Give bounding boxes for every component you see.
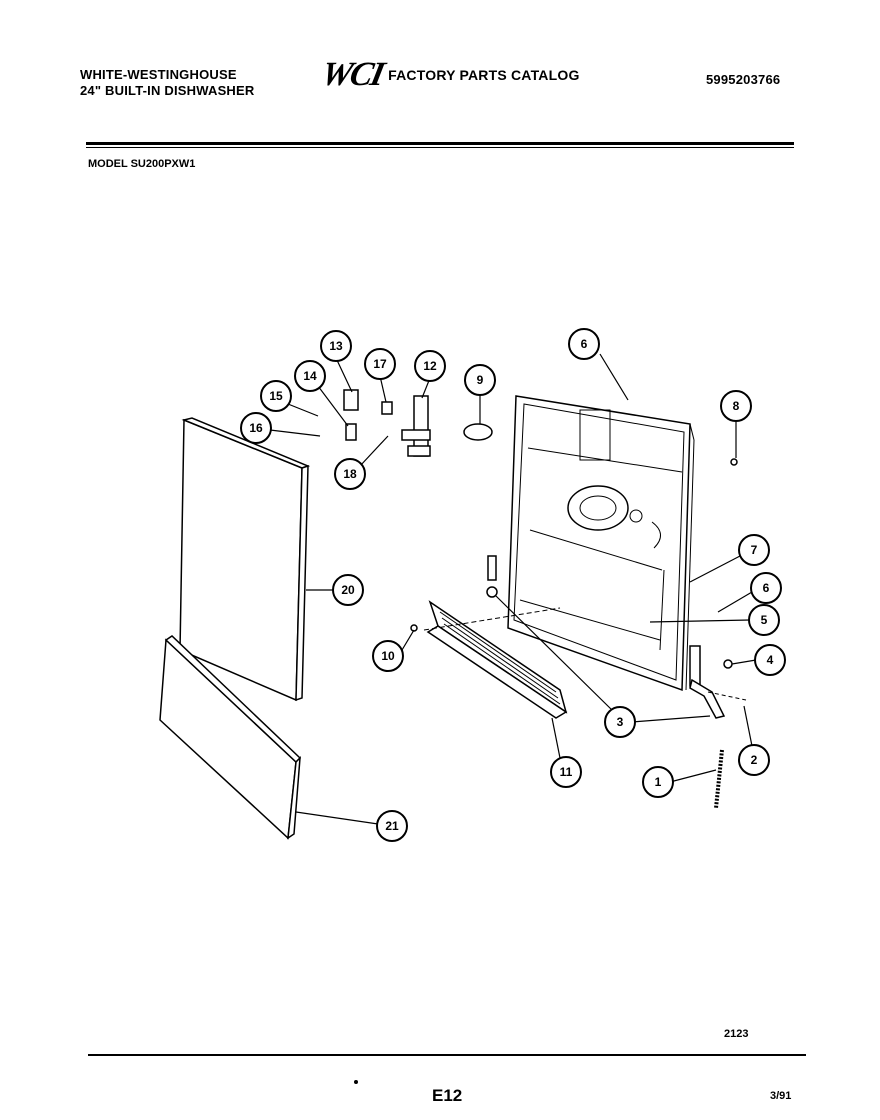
- callout-7: 7: [738, 534, 770, 566]
- model-label: MODEL SU200PXW1: [88, 158, 196, 170]
- callout-12: 12: [414, 350, 446, 382]
- page-id: E12: [432, 1086, 463, 1105]
- callout-4: 4: [754, 644, 786, 676]
- svg-text:12: 12: [423, 359, 437, 373]
- catalog-number: 5995203766: [706, 72, 781, 87]
- header-rule: [86, 142, 794, 145]
- callout-18: 18: [334, 458, 366, 490]
- brand-block: WHITE-WESTINGHOUSE 24" BUILT-IN DISHWASH…: [80, 67, 254, 99]
- svg-text:2: 2: [751, 753, 758, 767]
- latch-part: [381, 401, 393, 415]
- svg-text:16: 16: [249, 421, 263, 435]
- svg-text:7: 7: [751, 543, 758, 557]
- kick-panel: [159, 635, 302, 840]
- callout-17: 17: [364, 348, 396, 380]
- door-vent-trim: [426, 600, 568, 719]
- svg-text:8: 8: [733, 399, 740, 413]
- svg-text:11: 11: [560, 765, 573, 779]
- leader-lines: [269, 353, 757, 825]
- callout-5: 5: [748, 604, 780, 636]
- callout-11: 11: [550, 756, 582, 788]
- callout-10: 10: [372, 640, 404, 672]
- svg-text:1: 1: [655, 775, 662, 789]
- door-spring: [714, 749, 724, 809]
- callout-9: 9: [464, 364, 496, 396]
- callout-6-top: 6: [568, 328, 600, 360]
- footer-dot: [354, 1080, 358, 1084]
- svg-text:6: 6: [581, 337, 588, 351]
- svg-text:20: 20: [341, 583, 355, 597]
- callout-8: 8: [720, 390, 752, 422]
- svg-text:3: 3: [617, 715, 624, 729]
- callout-15: 15: [260, 380, 292, 412]
- small-switch: [345, 423, 357, 441]
- callout-6-right: 6: [750, 572, 782, 604]
- callout-21: 21: [376, 810, 408, 842]
- callout-14: 14: [294, 360, 326, 392]
- svg-text:21: 21: [385, 819, 399, 833]
- svg-text:18: 18: [343, 467, 357, 481]
- svg-text:17: 17: [373, 357, 387, 371]
- brand-line-2: 24" BUILT-IN DISHWASHER: [80, 83, 255, 98]
- hinge-pivot-left: [487, 555, 497, 581]
- catalog-title: FACTORY PARTS CATALOG: [388, 67, 580, 83]
- footer-rule: [88, 1054, 806, 1056]
- svg-text:9: 9: [477, 373, 484, 387]
- svg-text:6: 6: [763, 581, 770, 595]
- callout-3: 3: [604, 706, 636, 738]
- dispenser-part: [463, 423, 493, 441]
- header-rule-thin: [86, 147, 794, 148]
- callout-16: 16: [240, 412, 272, 444]
- callout-20: 20: [332, 574, 364, 606]
- brand-line-1: WHITE-WESTINGHOUSE: [80, 67, 237, 82]
- callout-1: 1: [642, 766, 674, 798]
- door-latch-bracket: [401, 395, 431, 457]
- svg-text:4: 4: [767, 653, 774, 667]
- callout-13: 13: [320, 330, 352, 362]
- hinge-pin-left: [486, 586, 498, 598]
- catalog-date: 3/91: [770, 1090, 792, 1102]
- callout-2: 2: [738, 744, 770, 776]
- diagram-number: 2123: [724, 1028, 749, 1040]
- svg-text:15: 15: [269, 389, 283, 403]
- svg-text:10: 10: [381, 649, 395, 663]
- svg-text:14: 14: [303, 369, 317, 383]
- svg-text:13: 13: [329, 339, 343, 353]
- screw-4: [723, 659, 733, 669]
- svg-text:5: 5: [761, 613, 768, 627]
- screw-8: [730, 458, 738, 466]
- switch-part: [343, 389, 359, 411]
- inner-door-liner: [507, 395, 695, 692]
- catalog-heading: WCI FACTORY PARTS CATALOG: [318, 56, 580, 93]
- door-hinge: [689, 645, 726, 719]
- outer-door-panel: [179, 417, 311, 702]
